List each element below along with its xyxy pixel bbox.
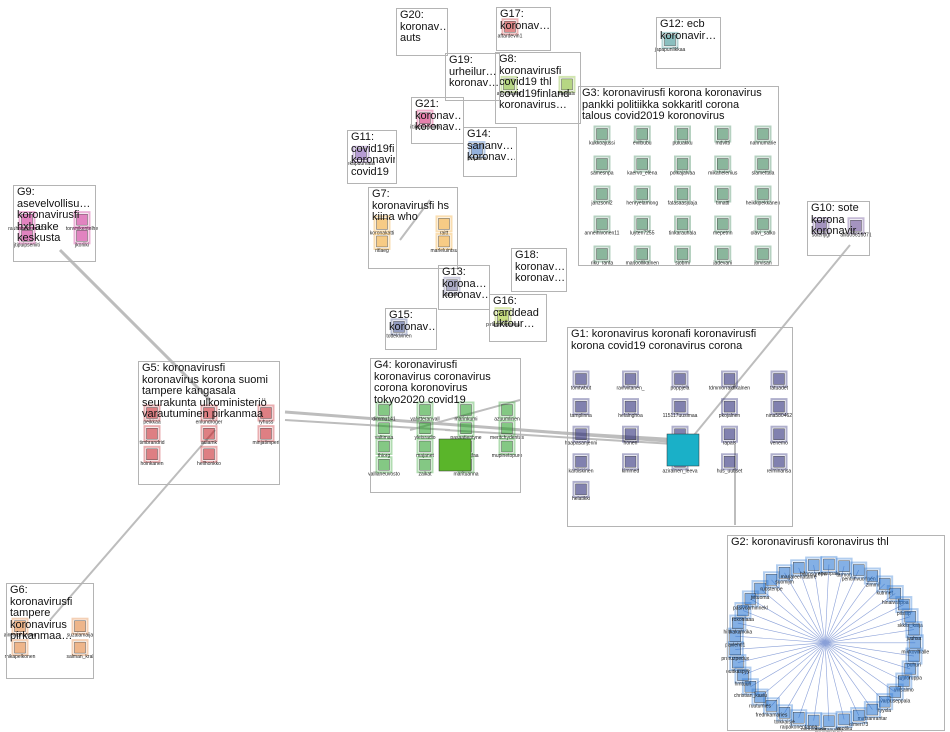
group-box-g2: G2: koronavirusfi koronavirus thl — [727, 535, 945, 731]
group-box-g16: G16: carddead uktour… — [489, 294, 547, 342]
group-box-g13: G13: korona… koronav… — [438, 265, 490, 310]
group-label-g14: G14: sananv… koronav… — [467, 129, 515, 164]
group-label-g7: G7: koronavirusfi hs kiina who — [372, 189, 456, 224]
group-label-g6: G6: koronavirusfi tampere koronavirus pi… — [10, 585, 92, 643]
group-label-g8: G8: koronavirusfi covid19 thl covid19fin… — [499, 54, 579, 112]
group-box-g9: G9: asevelvollisu… koronavirusfi hxhanke… — [13, 185, 96, 262]
group-label-g17: G17: koronav… — [500, 9, 549, 32]
group-label-g10: G10: sote korona koronavir… — [811, 203, 868, 238]
group-box-g15: G15: koronav… — [385, 308, 437, 350]
group-box-g19: G19: urheilur… koronav… — [445, 53, 500, 101]
group-box-g4: G4: koronavirusfi koronavirus coronaviru… — [370, 358, 521, 493]
group-label-g1: G1: koronavirus koronafi koronavirusfi k… — [571, 329, 791, 352]
group-box-g10: G10: sote korona koronavir… — [807, 201, 870, 256]
group-label-g3: G3: koronavirusfi korona koronavirus pan… — [582, 88, 777, 123]
group-box-g5: G5: koronavirusfi koronavirus korona suo… — [138, 361, 280, 485]
group-label-g9: G9: asevelvollisu… koronavirusfi hxhanke… — [17, 187, 94, 245]
group-box-g11: G11: covid19fi koronavir… covid19 — [347, 130, 397, 184]
group-label-g16: G16: carddead uktour… — [493, 296, 545, 331]
group-label-g20: G20: koronav… auts — [400, 10, 446, 45]
group-label-g19: G19: urheilur… koronav… — [449, 55, 498, 90]
group-box-g3: G3: koronavirusfi korona koronavirus pan… — [578, 86, 779, 266]
group-box-g6: G6: koronavirusfi tampere koronavirus pi… — [6, 583, 94, 679]
group-label-g21: G21: koronav… koronav… — [415, 99, 462, 134]
group-box-g7: G7: koronavirusfi hs kiina who — [368, 187, 458, 269]
group-box-g21: G21: koronav… koronav… — [411, 97, 464, 144]
group-box-g8: G8: koronavirusfi covid19 thl covid19fin… — [495, 52, 581, 124]
group-label-g11: G11: covid19fi koronavir… covid19 — [351, 132, 395, 178]
group-label-g15: G15: koronav… — [389, 310, 435, 333]
group-label-g12: G12: ecb koronavir… — [660, 19, 719, 42]
group-label-g4: G4: koronavirusfi koronavirus coronaviru… — [374, 360, 519, 406]
group-label-g18: G18: koronav… koronav… — [515, 250, 565, 285]
group-label-g13: G13: korona… koronav… — [442, 267, 488, 302]
group-box-g17: G17: koronav… — [496, 7, 551, 51]
group-box-g1: G1: koronavirus koronafi koronavirusfi k… — [567, 327, 793, 527]
group-box-g14: G14: sananv… koronav… — [463, 127, 517, 177]
group-box-g18: G18: koronav… koronav… — [511, 248, 567, 292]
group-label-g5: G5: koronavirusfi koronavirus korona suo… — [142, 363, 278, 421]
group-box-g12: G12: ecb koronavir… — [656, 17, 721, 69]
group-label-g2: G2: koronavirusfi koronavirus thl — [731, 537, 943, 549]
group-box-g20: G20: koronav… auts — [396, 8, 448, 56]
